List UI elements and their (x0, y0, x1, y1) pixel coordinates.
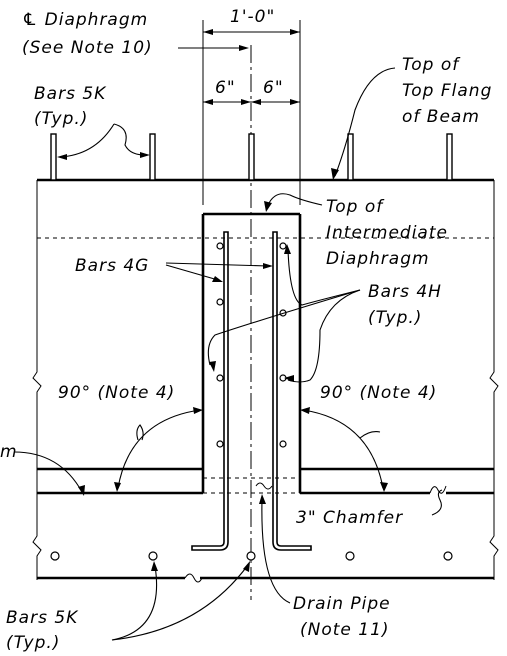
bottom-flange (37, 467, 494, 495)
bar-5k-bottom-dot (50, 551, 60, 561)
bars-4h-typ: (Typ.) (368, 308, 422, 328)
arc-90-left (117, 409, 201, 489)
leaders (13, 45, 443, 641)
bar-5k-4 (347, 133, 354, 181)
bar-4g-left (191, 231, 229, 551)
bar-5k-2 (149, 133, 156, 181)
bars-5k-top-typ: (Typ.) (34, 109, 88, 129)
bar-5k-bottom-dot (246, 551, 256, 561)
leader-bars-4g-a (165, 264, 219, 281)
bar-5k-5 (446, 133, 453, 181)
see-note-10-label: (See Note 10) (22, 38, 153, 58)
bar-4h-dot (216, 374, 224, 382)
dim-arrow-half-left (203, 99, 213, 105)
arc-tick-left (136, 424, 144, 441)
right-breakline (489, 180, 499, 580)
bars-4h-label: Bars 4H (368, 282, 442, 302)
leader-bars-4h-b (287, 289, 361, 383)
top-of-diaphragm-label-2: Intermediate (326, 223, 448, 243)
bar-5k-bottom-dot (148, 551, 158, 561)
leader-bars-4h-c (207, 289, 361, 366)
top-flange-label-1: Top of (402, 55, 461, 75)
angle-left-label: 90° (Note 4) (58, 383, 175, 403)
top-flange-label-2: Top Flang (402, 81, 492, 101)
leader-top-flange (334, 67, 396, 177)
left-cut-label: m (0, 442, 18, 462)
bar-4h-dot (216, 440, 224, 448)
leader-bars-5k-top (113, 123, 146, 156)
bar-4h-dot (216, 298, 224, 306)
leader-bars-4g-b (165, 262, 269, 267)
top-of-diaphragm-label-3: Diaphragm (326, 249, 430, 269)
arc-90-right (302, 409, 384, 489)
breaklines (32, 180, 499, 580)
bar-4h-dot (279, 440, 287, 448)
dim-left-text: 6" (215, 78, 236, 98)
dim-arrow-half-right (290, 99, 300, 105)
chamfer-break-symbol (429, 485, 447, 494)
dim-right-text: 6" (263, 78, 284, 98)
bar-5k-bottom-dot (345, 551, 355, 561)
left-breakline (32, 180, 42, 580)
leader-bars-5k-bot-a (111, 565, 158, 641)
dim-arrow-half-mid-a (241, 99, 251, 105)
cl-diaphragm-label: ℄ Diaphragm (22, 10, 148, 30)
bar-5k-3 (248, 133, 255, 181)
bar-4h-dot (279, 242, 287, 250)
bar-4g-right (272, 231, 312, 551)
bottom-slab (37, 551, 494, 583)
bar-5k-bottom-dot (443, 551, 453, 561)
drain-pipe-note: (Note 11) (300, 620, 390, 640)
bars-5k-bot-label: Bars 5K (6, 608, 79, 628)
arc-tick-right (359, 431, 381, 439)
leader-drain-pipe (261, 499, 291, 604)
bars-5k-bot-typ: (Typ.) (6, 633, 60, 653)
chamfer-label: 3" Chamfer (296, 508, 403, 528)
dim-arrow-right (290, 29, 300, 35)
drain-pipe-label: Drain Pipe (293, 594, 391, 614)
leader-bars-5k-bot-b (111, 564, 249, 641)
leader-left-cut (13, 451, 83, 493)
dim-arrow-left (203, 29, 213, 35)
bars-5k-top (50, 133, 453, 181)
dim-arrow-half-mid-b (251, 99, 261, 105)
leader-top-diaphragm (267, 193, 323, 206)
drain-pipe-symbol (255, 482, 273, 490)
bars-4g-label: Bars 4G (75, 256, 149, 276)
labels: ℄ Diaphragm (See Note 10) Top of Top Fla… (0, 10, 492, 653)
leader-bars-4h-a (287, 249, 361, 306)
bar-4h-dot (216, 242, 224, 250)
dim-overall-text: 1'-0" (230, 7, 275, 27)
bottom-break-symbol (184, 573, 203, 583)
top-of-diaphragm-label-1: Top of (326, 197, 385, 217)
dimension-group: 1'-0" 6" 6" (202, 7, 301, 205)
angle-right-label: 90° (Note 4) (320, 383, 437, 403)
top-flange-label-3: of Beam (402, 107, 480, 127)
bars-5k-top-label: Bars 5K (34, 84, 107, 104)
bar-5k-1 (50, 133, 57, 181)
leader-chamfer (431, 489, 443, 516)
